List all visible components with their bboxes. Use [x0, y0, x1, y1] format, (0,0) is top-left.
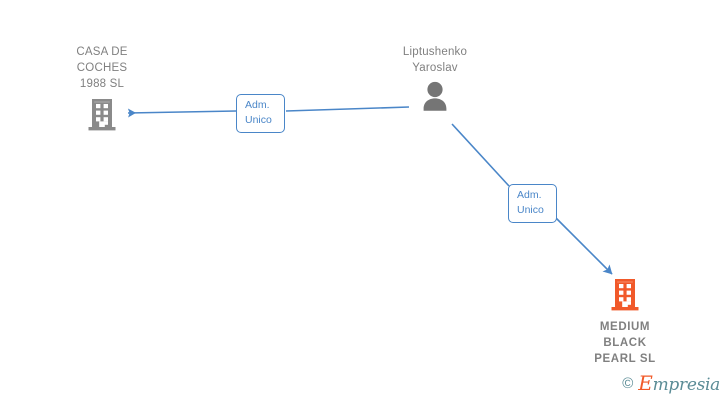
connector-segment-upper — [451, 123, 510, 187]
node-company-medium-black-pearl[interactable]: MEDIUM BLACK PEARL SL — [567, 277, 683, 367]
brand-rest: mpresia — [652, 375, 721, 395]
copyright-icon: © — [622, 375, 634, 392]
node-label-medium-black-pearl: MEDIUM BLACK PEARL SL — [594, 321, 656, 365]
node-company-casa-de-coches[interactable]: CASA DE COCHES 1988 SL — [44, 44, 160, 136]
connector-segment-lower-with-arrow — [553, 215, 613, 275]
building-icon — [611, 279, 639, 311]
person-icon-wrap — [377, 80, 493, 117]
person-icon — [423, 81, 447, 111]
building-icon — [88, 99, 116, 131]
brand-logo-empresia: Empresia — [638, 373, 720, 394]
brand-initial: E — [638, 371, 653, 395]
node-person-liptushenko-yaroslav[interactable]: Liptushenko Yaroslav — [377, 44, 493, 117]
node-label-liptushenko-yaroslav: Liptushenko Yaroslav — [402, 46, 468, 74]
edge-label-adm-unico-casa[interactable]: Adm. Unico — [236, 94, 285, 133]
building-icon-wrap — [44, 97, 160, 136]
node-label-casa-de-coches: CASA DE COCHES 1988 SL — [76, 46, 128, 90]
edge-label-adm-unico-medium[interactable]: Adm. Unico — [508, 184, 557, 223]
watermark: © Empresia — [622, 373, 720, 394]
building-icon-wrap — [567, 277, 683, 316]
